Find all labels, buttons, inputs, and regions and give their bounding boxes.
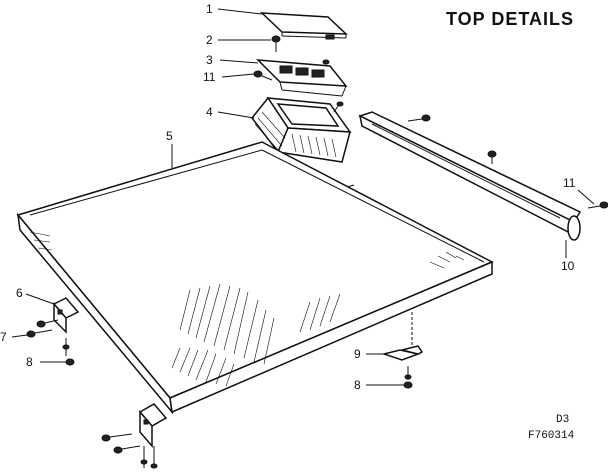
lower-corner-bracket xyxy=(138,403,168,469)
part-2-screw xyxy=(271,35,281,52)
callout-11-right: 11 xyxy=(563,176,576,190)
callout-2: 2 xyxy=(206,33,213,47)
leader-3 xyxy=(219,59,259,64)
callout-4: 4 xyxy=(206,105,213,119)
part-4-housing xyxy=(251,96,352,163)
leader-6 xyxy=(25,293,55,305)
part-3-bracket xyxy=(256,59,348,97)
part-11-screw-right xyxy=(587,201,608,209)
part-6-corner-bracket xyxy=(52,297,80,334)
part-8-screw-right xyxy=(403,366,413,389)
leader-11b xyxy=(577,189,595,205)
rail-screw-1 xyxy=(407,114,431,122)
callout-6: 6 xyxy=(16,286,23,300)
callout-9: 9 xyxy=(354,347,361,361)
part-10-rear-trim xyxy=(358,111,582,241)
callout-7: 7 xyxy=(0,330,7,344)
part-5-cabinet-top xyxy=(16,141,494,415)
leader-7 xyxy=(11,334,28,338)
leader-4 xyxy=(217,111,255,119)
part-8-bolt-left xyxy=(62,338,75,366)
leader-11a xyxy=(221,73,255,78)
callout-8-left: 8 xyxy=(26,355,33,369)
callout-5: 5 xyxy=(166,129,173,143)
callout-8-right: 8 xyxy=(354,378,361,392)
part-7-screws xyxy=(26,319,59,338)
diagram-title: TOP DETAILS xyxy=(446,9,574,29)
lower-bracket-screws xyxy=(101,433,141,454)
part-1-lid-plate xyxy=(259,12,348,40)
leader-1 xyxy=(217,8,263,15)
part-9-clip xyxy=(381,312,424,361)
callout-1: 1 xyxy=(206,2,213,16)
figure-code: F760314 xyxy=(528,430,575,442)
callout-10: 10 xyxy=(561,259,575,273)
rail-screw-2 xyxy=(487,150,497,164)
callout-11-upper: 11 xyxy=(203,70,216,84)
page-code: D3 xyxy=(556,414,569,426)
callout-3: 3 xyxy=(206,53,213,67)
